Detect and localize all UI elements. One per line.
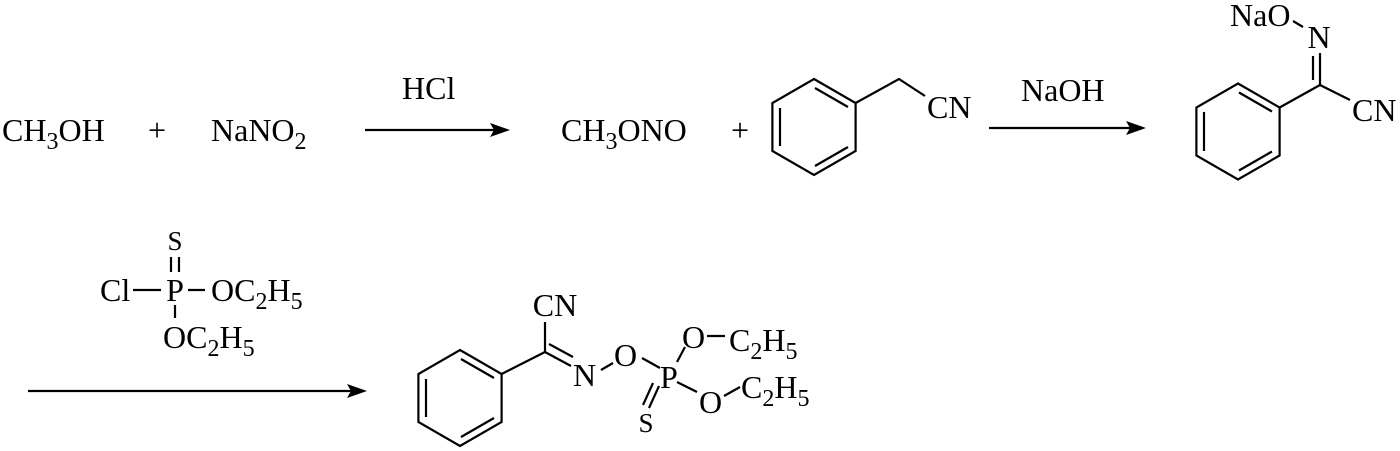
reagent-hcl: HCl — [402, 70, 455, 106]
plus-sign: + — [148, 112, 166, 148]
nitrile-label: CN — [927, 89, 971, 125]
ethoxy-label: OC2H5 — [163, 319, 255, 362]
sulfur-label: S — [167, 226, 182, 256]
nitrogen-label: N — [1307, 19, 1330, 55]
benzene-ring — [771, 77, 857, 177]
oxygen-label: O — [614, 337, 637, 373]
nitrogen-label: N — [573, 357, 596, 393]
sulfur-label: S — [638, 408, 653, 438]
chlorine-label: Cl — [100, 272, 130, 308]
phosphorus-label: P — [166, 272, 184, 308]
benzene-ring — [417, 348, 503, 448]
sodium-oxime-structure: NaO N CN — [1195, 0, 1396, 181]
reagent-naoh: NaOH — [1021, 72, 1105, 108]
oxygen-label: O — [699, 384, 722, 420]
chlorothiophosphate-reagent: Cl P S OC2H5 OC2H5 — [100, 226, 303, 362]
ethoxy-label: OC2H5 — [211, 272, 303, 315]
reaction-arrow-1 — [365, 123, 510, 137]
oxygen-label: O — [682, 319, 705, 355]
benzene-ring — [1195, 82, 1281, 181]
nitrile-label: CN — [533, 287, 577, 323]
plus-sign: + — [731, 112, 749, 148]
reaction-arrow-3 — [28, 384, 367, 398]
reaction-arrow-2 — [989, 121, 1146, 135]
phoxim-structure: CN N O P O C2H5 O C2H5 S — [417, 287, 809, 448]
benzyl-cyanide-structure: CN — [771, 77, 971, 177]
ethyl-label: C2H5 — [729, 322, 797, 365]
phosphorus-label: P — [660, 359, 678, 395]
methyl-nitrite-formula: CH3ONO — [561, 112, 687, 155]
nitrile-label: CN — [1352, 92, 1396, 128]
sodium-nitrite-formula: NaNO2 — [211, 112, 307, 155]
ethyl-label: C2H5 — [741, 369, 809, 412]
sodium-oxide-label: NaO — [1230, 0, 1290, 33]
methanol-formula: CH3OH — [2, 112, 105, 155]
